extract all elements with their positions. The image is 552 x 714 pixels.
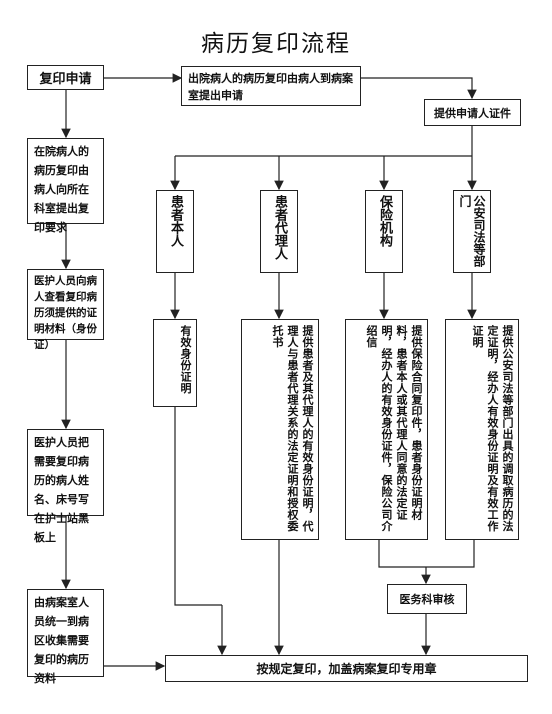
node-review: 医务科审核 <box>387 584 467 614</box>
node-apply-label: 复印申请 <box>39 72 92 87</box>
category-agent: 患者代理人 <box>260 190 298 273</box>
arrow-outpatient-to-provide-id <box>361 77 477 100</box>
node-inpatient-label: 在院病人的病历复印由病人向所在科室提出复印要求 <box>34 145 89 234</box>
doc-police-label: 提供公安司法等部门出具的调取病历的法定证明，经办人有效身份证明及有效工作证明 <box>471 325 514 532</box>
node-collect: 由病案室人员统一到病区收集需要复印的病历资料 <box>27 589 104 685</box>
category-insurance: 保险机构 <box>365 190 403 273</box>
category-insurance-label: 保险机构 <box>377 195 392 247</box>
doc-police: 提供公安司法等部门出具的调取病历的法定证明，经办人有效身份证明及有效工作证明 <box>445 319 519 540</box>
line-self-doc-to-final <box>174 407 222 606</box>
doc-insurance-label: 提供保险合同复印件，患者身份证明材料，患者本人或其代理人同意的法定证明，经办人的… <box>365 325 423 532</box>
node-final-label: 按规定复印，加盖病案复印专用章 <box>256 662 437 676</box>
node-register-label: 医护人员把需要复印病历的病人姓名、床号写在护士站黑板上 <box>34 436 89 544</box>
category-self-label: 患者本人 <box>168 195 183 247</box>
node-check-materials-label: 医护人员向病人查看复印病历须提供的证明材料（身份证） <box>34 275 97 351</box>
doc-self-label: 有效身份证明 <box>179 325 192 394</box>
page-title: 病历复印流程 <box>201 31 351 57</box>
node-outpatient: 出院病人的病历复印由病人到病案室提出申请 <box>181 66 361 106</box>
category-self: 患者本人 <box>156 190 194 273</box>
node-apply: 复印申请 <box>27 65 104 90</box>
node-outpatient-label: 出院病人的病历复印由病人到病案室提出申请 <box>188 72 353 102</box>
node-register: 医护人员把需要复印病历的病人姓名、床号写在护士站黑板上 <box>27 429 104 544</box>
doc-agent-label: 提供患者及其代理人的有效身份证明，代理人与患者代理关系的法定证明和授权委托书 <box>271 325 314 532</box>
line-police-doc-to-review <box>426 540 475 568</box>
node-check-materials: 医护人员向病人查看复印病历须提供的证明材料（身份证） <box>27 269 104 351</box>
node-provide-id: 提供申请人证件 <box>424 99 521 126</box>
doc-self: 有效身份证明 <box>153 319 197 407</box>
category-agent-label: 患者代理人 <box>272 195 287 260</box>
doc-insurance: 提供保险合同复印件，患者身份证明材料，患者本人或其代理人同意的法定证明，经办人的… <box>345 319 428 540</box>
category-police-label: 公安司法等部门 <box>458 195 486 267</box>
node-collect-label: 由病案室人员统一到病区收集需要复印的病历资料 <box>34 596 89 685</box>
doc-agent: 提供患者及其代理人的有效身份证明，代理人与患者代理关系的法定证明和授权委托书 <box>241 319 319 540</box>
node-review-label: 医务科审核 <box>399 593 455 606</box>
node-inpatient: 在院病人的病历复印由病人向所在科室提出复印要求 <box>27 138 104 234</box>
node-provide-id-label: 提供申请人证件 <box>434 106 511 120</box>
line-insurance-doc-to-review <box>378 540 426 568</box>
category-police: 公安司法等部门 <box>453 190 491 273</box>
node-final: 按规定复印，加盖病案复印专用章 <box>165 655 528 682</box>
